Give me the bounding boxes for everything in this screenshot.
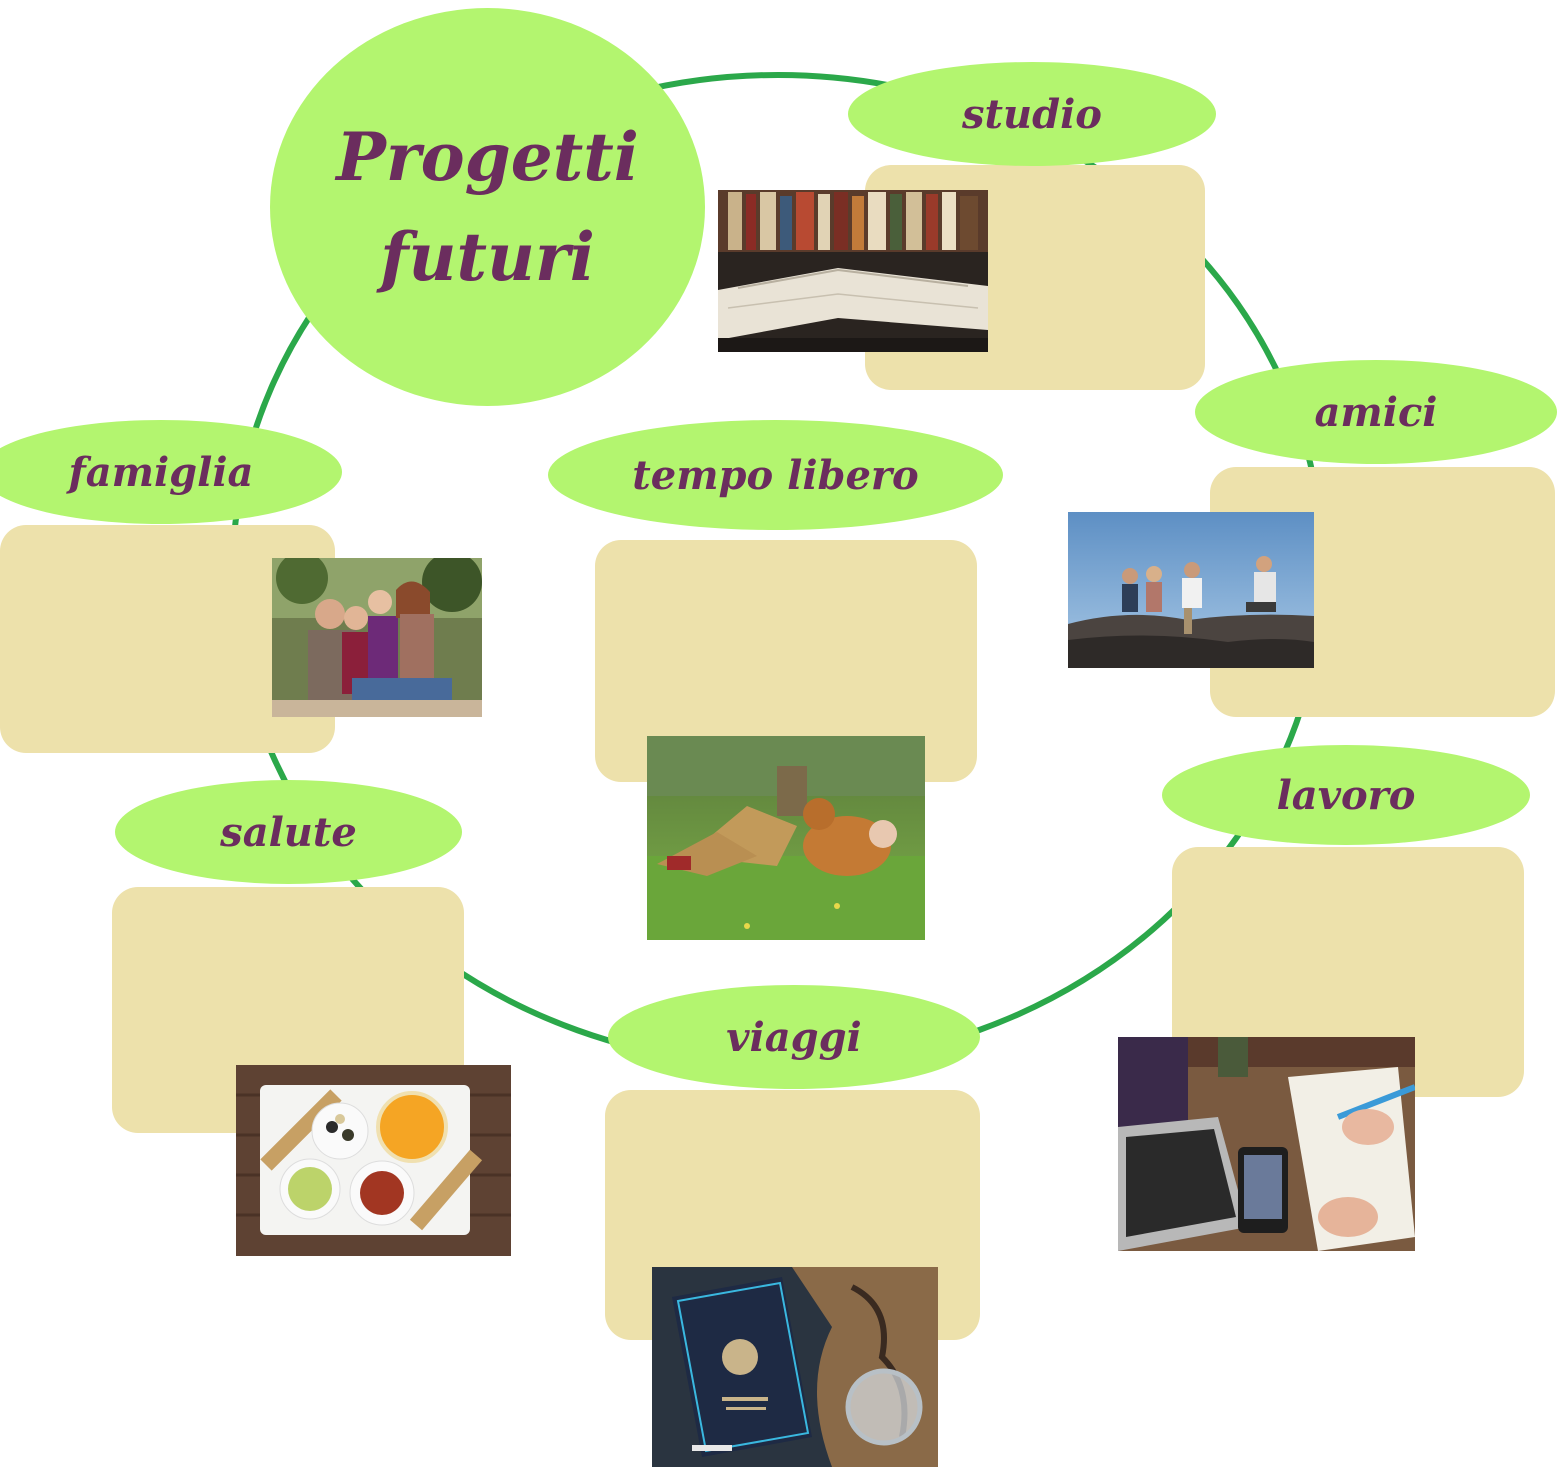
topic-famiglia[interactable]: famiglia [0, 420, 342, 524]
viaggi-passport-photo [652, 1267, 938, 1467]
central-topic: Progetti futuri [270, 8, 705, 406]
tempo-libero-dog-photo [647, 736, 925, 940]
famiglia-family-photo [272, 558, 482, 717]
amici-friends-photo [1068, 512, 1314, 668]
topic-viaggi[interactable]: viaggi [608, 985, 980, 1089]
title-line-1: Progetti [336, 118, 639, 196]
salute-food-photo [236, 1065, 511, 1256]
topic-amici[interactable]: amici [1195, 360, 1557, 464]
topic-lavoro[interactable]: lavoro [1162, 745, 1530, 845]
title-line-2: futuri [380, 218, 595, 296]
lavoro-desk-photo [1118, 1037, 1415, 1251]
topic-studio[interactable]: studio [848, 62, 1216, 166]
topic-salute[interactable]: salute [115, 780, 462, 884]
studio-books-photo [718, 190, 988, 352]
topic-tempo-libero[interactable]: tempo libero [548, 420, 1003, 530]
